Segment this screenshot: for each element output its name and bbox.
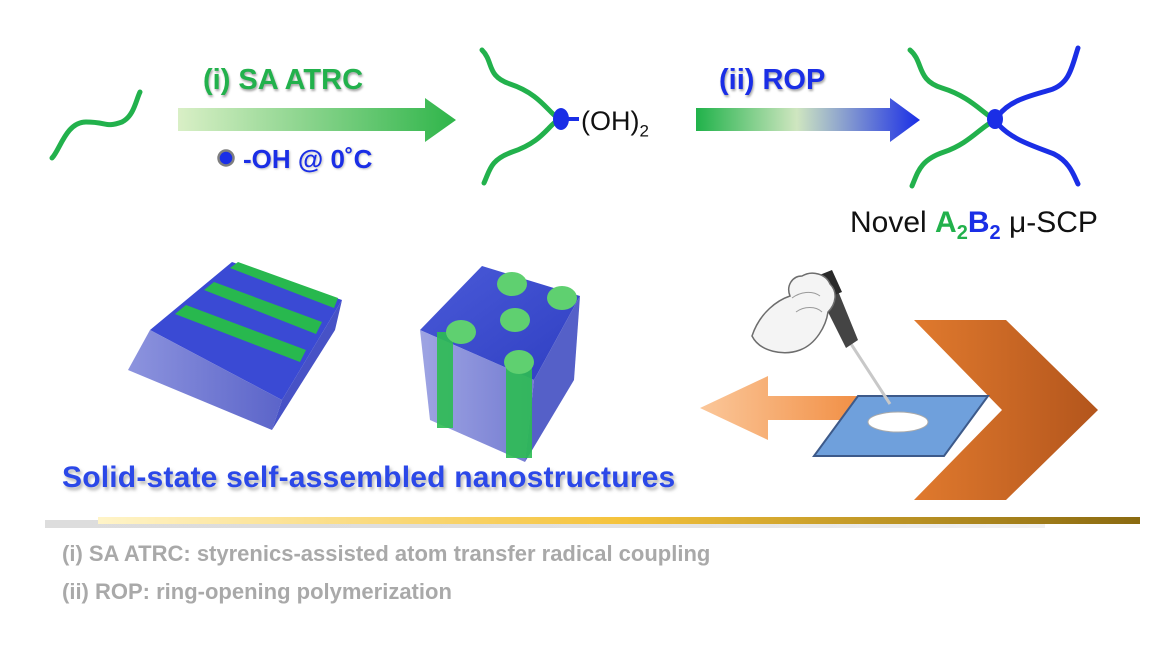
step2-arrow — [696, 98, 920, 142]
intermediate-macroinitiator — [479, 47, 579, 186]
step2-label: (ii) ROP — [719, 64, 826, 96]
note-step2: (ii) ROP: ring-opening polymerization — [62, 579, 452, 604]
product-label: Novel A2B2 μ-SCP — [850, 206, 1098, 244]
nanostructure-caption: Solid-state self-assembled nanostructure… — [62, 461, 676, 494]
cylinder-end — [500, 308, 530, 332]
step1-label: (i) SA ATRC — [203, 64, 364, 96]
step1-reagent: -OH @ 0˚C — [243, 144, 373, 174]
divider-line — [98, 517, 1140, 524]
intermediate-group: (OH)2 — [581, 106, 649, 141]
cylinder-end — [547, 286, 577, 310]
cylinder-end — [446, 320, 476, 344]
cast-solution-drop — [867, 411, 929, 433]
orange-arrow-right — [914, 320, 1098, 500]
step1-arrow — [178, 98, 456, 142]
starting-polymer-chain — [49, 89, 143, 161]
orange-arrow-left — [700, 376, 880, 440]
lamellar-nanostructure — [128, 262, 342, 430]
note-step1: (i) SA ATRC: styrenics-assisted atom tra… — [62, 541, 711, 566]
reagent-bead — [217, 149, 235, 167]
a2b2-star-copolymer — [907, 45, 1081, 189]
gloved-hand-icon — [751, 272, 836, 354]
cylinder-end — [497, 272, 527, 296]
cylinder-end — [504, 350, 534, 374]
cylinder-nanostructure — [420, 266, 580, 462]
